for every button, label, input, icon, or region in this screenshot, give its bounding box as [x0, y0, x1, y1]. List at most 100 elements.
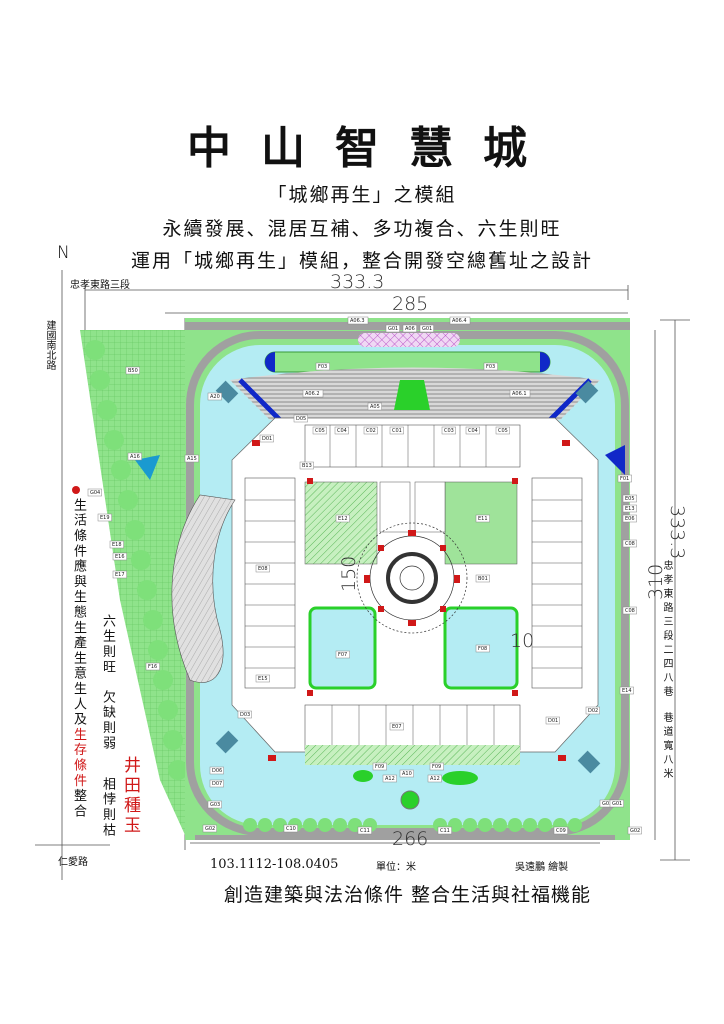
plan-label-box — [255, 674, 270, 683]
plan-label-box — [145, 662, 160, 671]
plan-label: C10 — [286, 826, 296, 832]
plan-label-box — [427, 774, 442, 783]
subtitle-principles: 永續發展、混居互補、多功複合、六生則旺 — [162, 218, 562, 240]
plan-label-box — [622, 539, 637, 548]
plan-label-box — [429, 762, 444, 771]
plan-label-box — [283, 824, 298, 833]
plan-label: E12 — [338, 516, 348, 522]
road-left-label: 建國南北路 — [44, 320, 55, 370]
date-range: 103.1112-108.0405 — [210, 857, 339, 872]
plan-label-box — [312, 426, 327, 435]
subtitle-module: 「城鄉再生」之模組 — [267, 184, 457, 206]
plan-label: C04 — [337, 428, 347, 434]
principle-1: 六生則旺 — [100, 614, 115, 676]
plan-label-box — [315, 362, 330, 371]
author-label: 吳遠鵬 繪製 — [515, 862, 569, 873]
plan-label-box — [184, 454, 199, 463]
plan-label: G01 — [612, 801, 622, 807]
plan-label: D01 — [262, 436, 272, 442]
plan-label: C05 — [498, 428, 508, 434]
plan-label-box — [622, 504, 637, 513]
plan-label-box — [347, 316, 369, 325]
plan-label-box — [483, 362, 498, 371]
dim-bottom-width: 266 — [392, 828, 429, 850]
principle-3: 相悖則枯 — [100, 777, 115, 839]
plan-label-box — [622, 606, 637, 615]
motto: 井田種玉 — [120, 756, 140, 836]
plan-label: A12 — [385, 776, 395, 782]
plan-label: D02 — [588, 708, 598, 714]
plan-label: A20 — [210, 394, 220, 400]
slogan: 創造建築與法治條件 整合生活與社福機能 — [224, 884, 592, 906]
garden-e11 — [444, 481, 518, 565]
plan-label: D07 — [212, 781, 222, 787]
plan-label: D05 — [296, 416, 306, 422]
plan-label: A12 — [430, 776, 440, 782]
dim-inner-width: 285 — [392, 293, 429, 315]
plan-label-box — [299, 461, 314, 470]
plan-label-box — [209, 779, 224, 788]
plan-label-box — [293, 414, 308, 423]
plan-label: C08 — [625, 541, 635, 547]
note-prefix: 生活條件應與生態生產生意生人及 — [71, 498, 86, 728]
plan-label-box — [207, 392, 222, 401]
plan-label: F09 — [432, 764, 441, 770]
plan-label: G02 — [205, 826, 215, 832]
plan-label-box — [437, 826, 452, 835]
plan-label: E17 — [115, 572, 125, 578]
plan-label: C11 — [440, 828, 450, 834]
plan-label-box — [389, 722, 404, 731]
plan-label: G02 — [630, 828, 640, 834]
page-title: 中山智慧城 — [187, 123, 557, 174]
plan-label: A06 — [405, 326, 415, 332]
plan-label-box — [449, 316, 471, 325]
plan-label: C01 — [392, 428, 402, 434]
pool-f07 — [308, 606, 377, 690]
plan-label: G01 — [422, 326, 432, 332]
plan-label-box — [622, 514, 637, 523]
plan-label-box — [382, 774, 397, 783]
top-plaza — [358, 333, 460, 347]
dim-inner-height: 310 — [645, 563, 667, 600]
plan-label: F16 — [148, 664, 157, 670]
dim-overall-width: 333.3 — [330, 271, 385, 293]
plan-label: D03 — [240, 712, 250, 718]
plan-label: C02 — [366, 428, 376, 434]
plan-label-box — [97, 513, 112, 522]
note-suffix: 整合 — [71, 788, 86, 820]
left-lake-island — [171, 494, 236, 683]
plan-label-box — [255, 564, 270, 573]
plan-label-box — [465, 426, 480, 435]
amphitheatre-stage — [394, 380, 430, 410]
plan-label: G01 — [388, 326, 398, 332]
red-markers — [252, 440, 570, 761]
plan-label: F09 — [375, 764, 384, 770]
plan-label: B13 — [302, 463, 312, 469]
plan-label: A05 — [370, 404, 380, 410]
plan-label: F03 — [486, 364, 495, 370]
dimension-lines — [35, 270, 690, 880]
unit-dividers — [245, 425, 582, 750]
plan-label-box — [302, 389, 324, 398]
plan-label: D01 — [548, 718, 558, 724]
plan-label: E07 — [392, 724, 402, 730]
plan-label: C08 — [625, 608, 635, 614]
plan-label-box — [585, 706, 600, 715]
plan-label: F08 — [478, 646, 487, 652]
plan-label: E08 — [258, 566, 268, 572]
plan-label: F03 — [318, 364, 327, 370]
road-right-label: 忠孝東路三段二四八巷 — [661, 560, 672, 700]
dim-small: 10 — [510, 630, 535, 652]
plan-label-box — [209, 766, 224, 775]
road-top-label: 忠孝東路三段 — [70, 280, 130, 291]
plan-label: C11 — [360, 828, 370, 834]
plan-label: B01 — [478, 576, 488, 582]
plan-label: B50 — [128, 368, 138, 374]
plan-label-box — [87, 488, 102, 497]
plan-label-box — [112, 552, 127, 561]
plan-label-box — [389, 426, 404, 435]
plan-label-box — [627, 826, 642, 835]
plan-label: E11 — [478, 516, 488, 522]
